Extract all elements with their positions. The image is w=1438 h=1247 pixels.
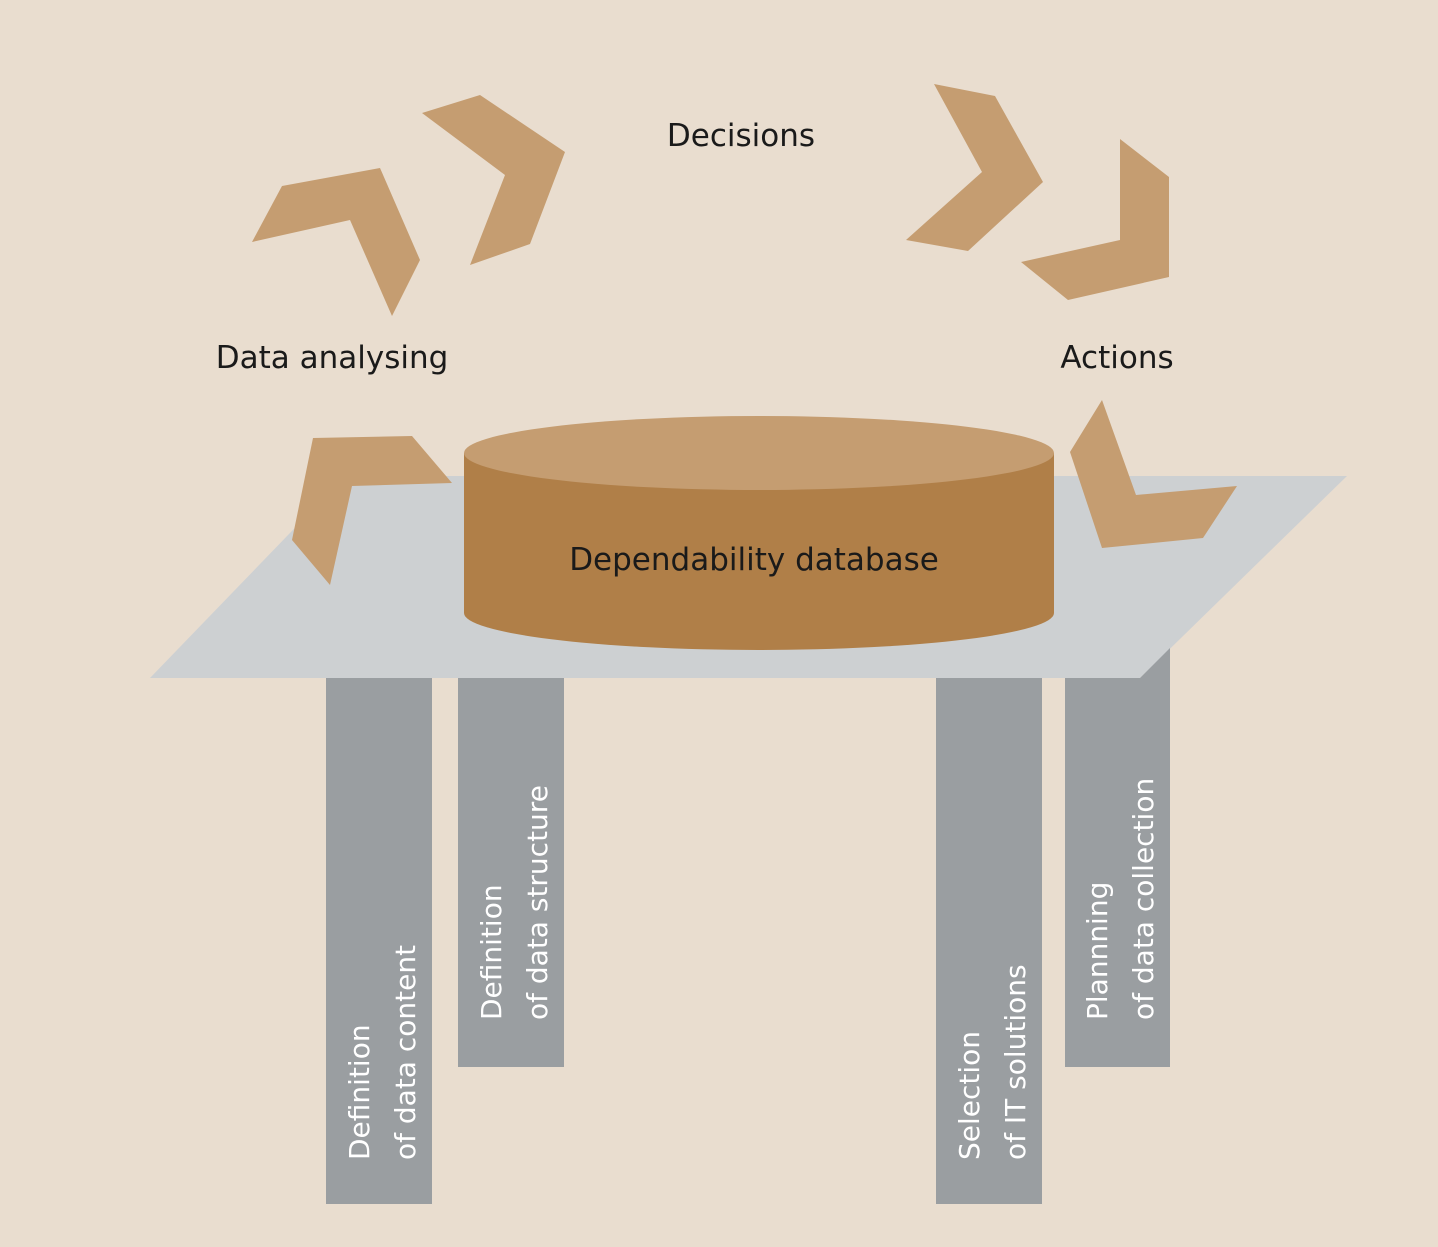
- pillar-label-data-content: Definition of data content: [343, 945, 422, 1160]
- pillar-data-collection: [1065, 648, 1170, 1067]
- pillar-label-data-collection: Plannning of data collection: [1081, 778, 1160, 1020]
- pillar-label-data-structure: Definition of data structure: [475, 785, 554, 1020]
- label-decisions: Decisions: [667, 118, 815, 154]
- arrow-chevron-icon: [1021, 139, 1169, 300]
- pillar-data-structure: [458, 678, 564, 1067]
- pillar-data-content: [326, 678, 432, 1204]
- database-cylinder-body: [464, 453, 1054, 650]
- pillar-it-solutions: [936, 678, 1042, 1204]
- arrow-chevron-icon: [292, 436, 452, 585]
- label-data-analysing: Data analysing: [216, 340, 449, 376]
- arrow-chevron-icon: [422, 95, 565, 265]
- database-cylinder: [464, 416, 1054, 650]
- arrow-chevron-icon: [906, 84, 1043, 251]
- database-cylinder-top: [464, 416, 1054, 490]
- label-actions: Actions: [1060, 340, 1173, 376]
- arrow-chevron-icon: [1070, 400, 1237, 548]
- database-label: Dependability database: [569, 542, 939, 578]
- arrow-chevron-icon: [252, 168, 420, 316]
- pillar-label-it-solutions: Selection of IT solutions: [953, 964, 1032, 1160]
